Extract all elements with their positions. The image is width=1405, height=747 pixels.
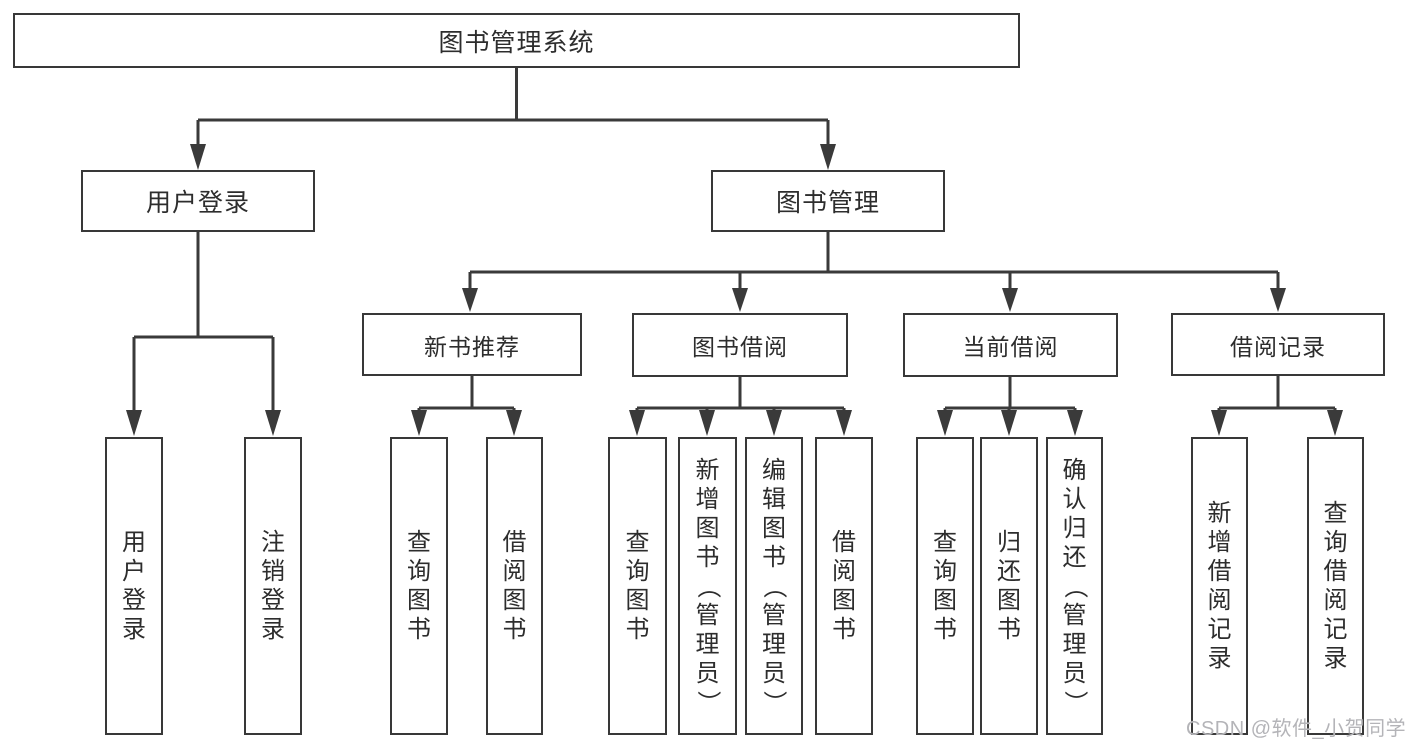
leaf-logout-node: 注销登录 (244, 437, 302, 735)
leaf-borrow-edit-node: 编辑图书（管理员） (745, 437, 803, 735)
leaf-newbook-query-label: 查询图书 (407, 529, 431, 643)
branch-book-mgmt-label: 图书管理 (775, 189, 880, 217)
leaf-record-query-label: 查询借阅记录 (1323, 500, 1348, 672)
leaf-current-return-node: 归还图书 (980, 437, 1038, 735)
branch-user-login-node: 用户登录 (81, 170, 315, 232)
group-borrow-record-node: 借阅记录 (1171, 313, 1385, 376)
group-new-book-node: 新书推荐 (362, 313, 582, 376)
root-node: 图书管理系统 (13, 13, 1020, 68)
group-book-borrow-label: 图书借阅 (692, 334, 788, 360)
leaf-user-login-label: 用户登录 (122, 529, 146, 643)
leaf-borrow-edit-label: 编辑图书（管理员） (760, 456, 788, 715)
group-borrow-record-label: 借阅记录 (1230, 333, 1326, 360)
leaf-borrow-add-node: 新增图书（管理员） (678, 437, 737, 735)
leaf-borrow-borrow-node: 借阅图书 (815, 437, 873, 735)
leaf-borrow-borrow-label: 借阅图书 (832, 529, 856, 643)
leaf-current-return-label: 归还图书 (997, 529, 1021, 643)
group-book-borrow-node: 图书借阅 (632, 313, 848, 377)
leaf-newbook-borrow-node: 借阅图书 (486, 437, 543, 735)
leaf-borrow-add-label: 新增图书（管理员） (694, 456, 721, 715)
leaf-borrow-query-label: 查询图书 (625, 529, 650, 643)
leaf-newbook-query-node: 查询图书 (390, 437, 448, 735)
leaf-borrow-query-node: 查询图书 (608, 437, 667, 735)
leaf-user-login-node: 用户登录 (105, 437, 163, 735)
leaf-record-add-label: 新增借阅记录 (1207, 500, 1232, 672)
leaf-logout-label: 注销登录 (261, 529, 285, 643)
leaf-current-confirm-node: 确认归还（管理员） (1046, 437, 1103, 735)
leaf-record-query-node: 查询借阅记录 (1307, 437, 1364, 735)
group-new-book-label: 新书推荐 (424, 333, 520, 360)
leaf-record-add-node: 新增借阅记录 (1191, 437, 1248, 735)
csdn-watermark: CSDN @软件_小贺同学 (1186, 718, 1405, 740)
group-current-borrow-label: 当前借阅 (962, 334, 1059, 360)
branch-book-mgmt-node: 图书管理 (711, 170, 945, 232)
leaf-current-query-label: 查询图书 (933, 529, 957, 643)
group-current-borrow-node: 当前借阅 (903, 313, 1118, 377)
branch-user-login-label: 用户登录 (145, 189, 250, 217)
root-label: 图书管理系统 (438, 28, 595, 57)
leaf-newbook-borrow-label: 借阅图书 (502, 529, 527, 643)
leaf-current-confirm-label: 确认归还（管理员） (1061, 456, 1088, 715)
leaf-current-query-node: 查询图书 (916, 437, 974, 735)
